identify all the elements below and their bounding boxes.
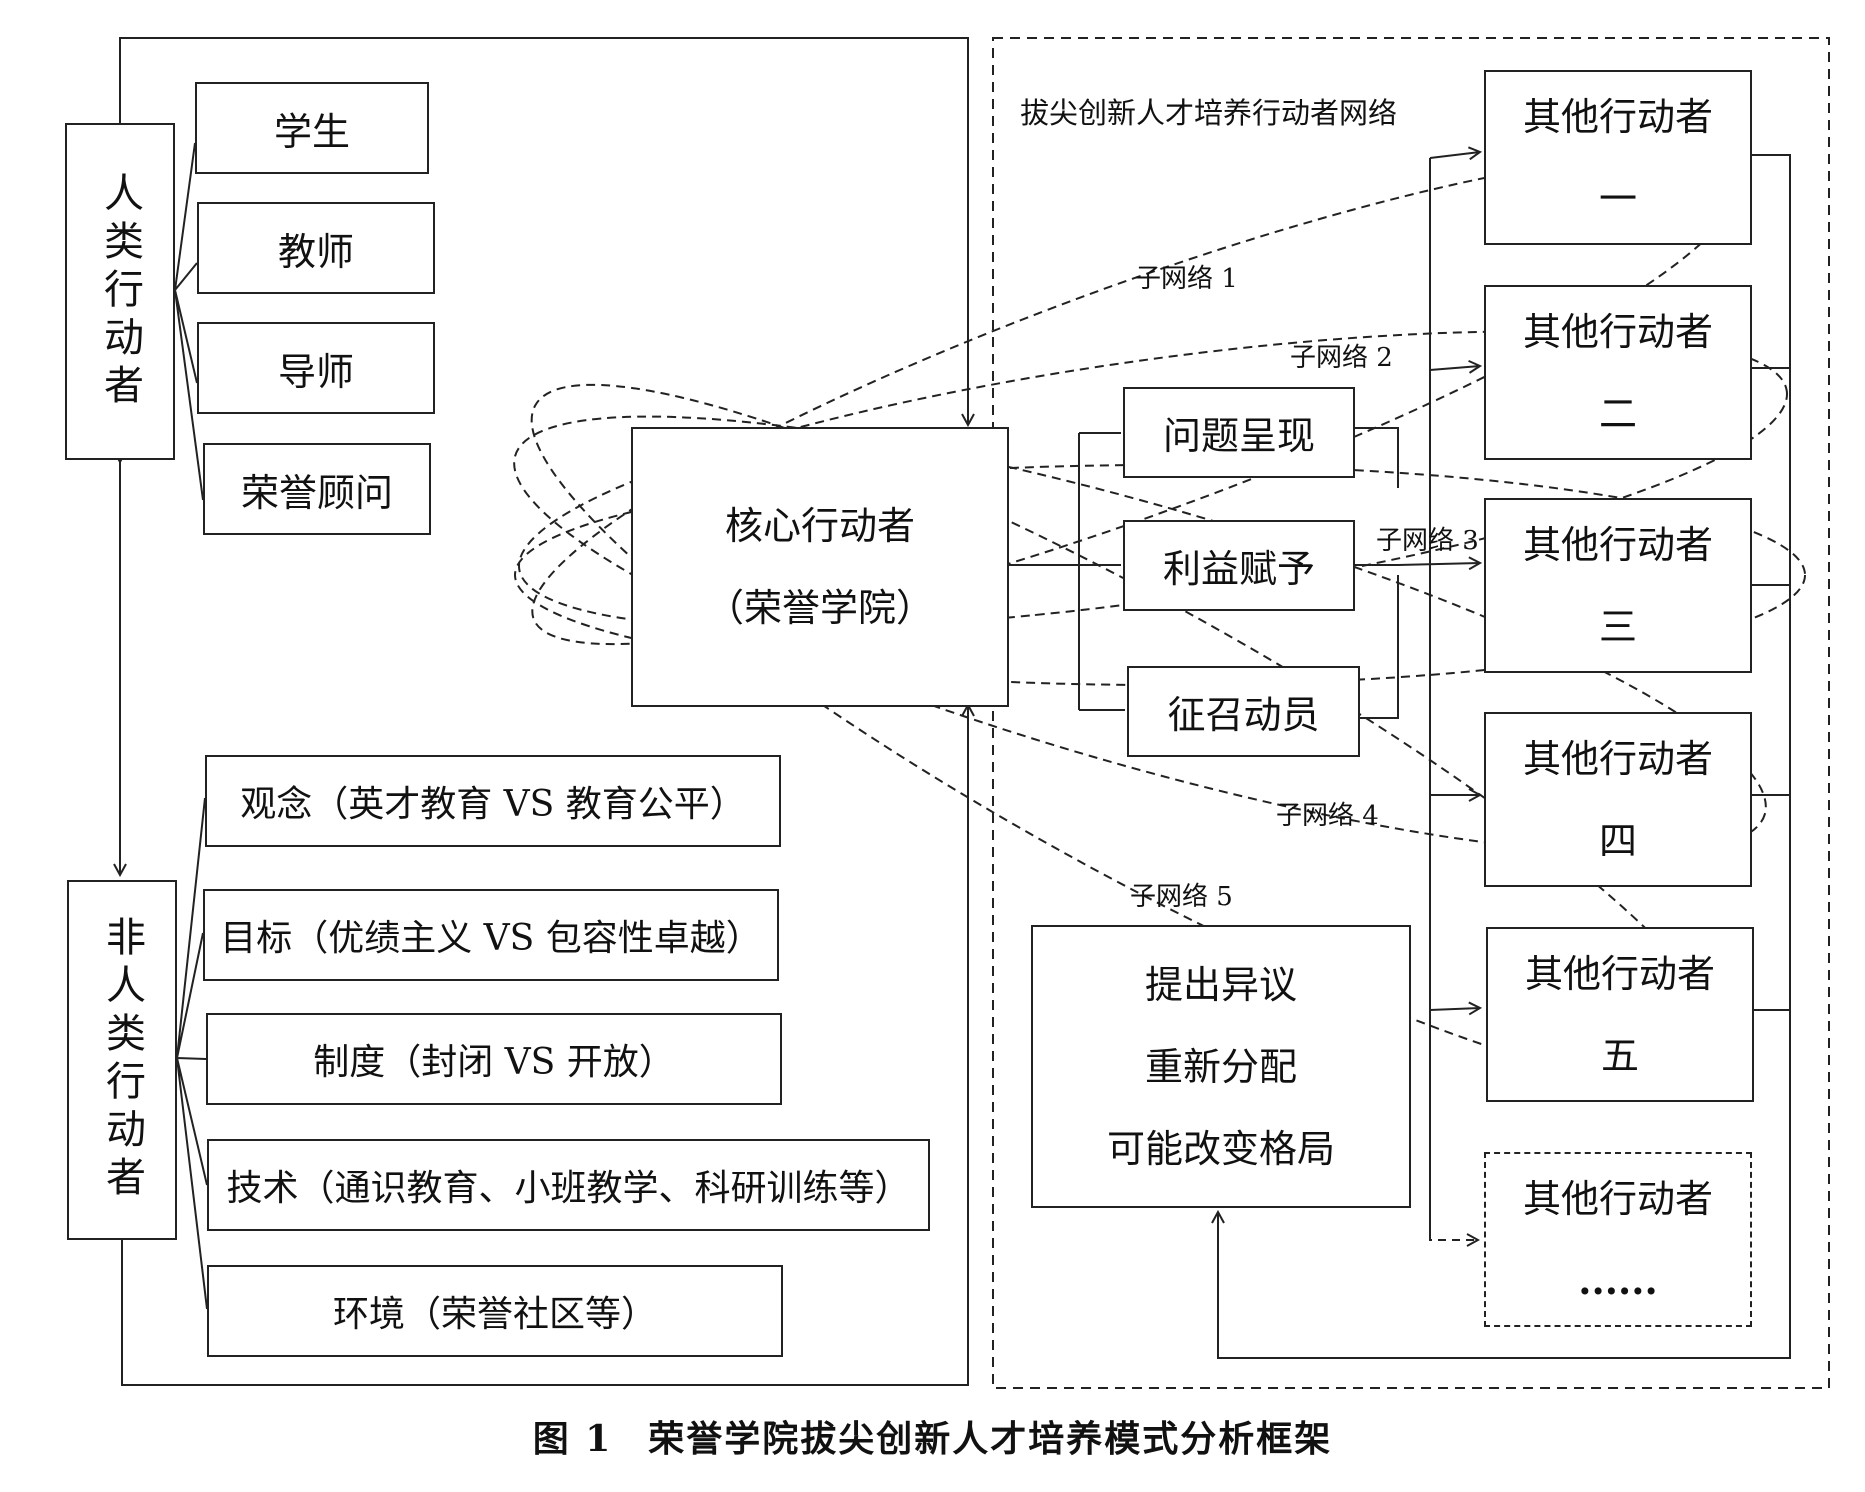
figure-title: 荣誉学院拔尖创新人才培养模式分析框架 xyxy=(648,1418,1333,1460)
step-right-links xyxy=(1352,427,1399,719)
other-actor-more-name: 其他行动者 xyxy=(1522,1176,1713,1221)
human-actors-label: 人类行动者 xyxy=(65,123,175,460)
dissent-line1: 提出异议 xyxy=(1144,962,1297,1007)
figure-number: 图 1 xyxy=(532,1418,613,1460)
dissent-line3: 可能改变格局 xyxy=(1106,1126,1335,1171)
outer-frame-bottom xyxy=(121,705,968,1386)
network-frame xyxy=(992,37,1830,1389)
other-actor-3-name: 其他行动者 xyxy=(1522,522,1713,567)
other-actor-2: 其他行动者 二 xyxy=(1484,285,1752,460)
actor-mentor: 导师 xyxy=(197,322,435,414)
subnet-ellipse-2 xyxy=(518,330,1788,630)
other-actor-5-name: 其他行动者 xyxy=(1524,951,1715,996)
step-problematization: 问题呈现 xyxy=(1123,387,1355,478)
core-actor-line1: 核心行动者 xyxy=(724,504,915,548)
step-interessement: 利益赋予 xyxy=(1123,520,1355,611)
step-enrollment: 征召动员 xyxy=(1127,666,1360,757)
subnet-label-2: 子网络 2 xyxy=(1290,343,1393,373)
other-actor-3: 其他行动者 三 xyxy=(1484,498,1752,673)
subnet-label-5: 子网络 5 xyxy=(1130,882,1233,912)
other-actor-1-name: 其他行动者 xyxy=(1522,94,1713,139)
dissent-line2: 重新分配 xyxy=(1144,1044,1297,1089)
non-human-actors-label: 非人类行动者 xyxy=(67,880,177,1240)
subnet-label-4: 子网络 4 xyxy=(1276,801,1379,831)
outer-frame-top xyxy=(119,37,968,425)
actor-system: 制度（封闭 VS 开放） xyxy=(206,1013,782,1105)
actor-teacher: 教师 xyxy=(197,202,435,294)
other-actor-4: 其他行动者 四 xyxy=(1484,712,1752,887)
other-actor-4-name: 其他行动者 xyxy=(1522,736,1713,781)
actor-environment: 环境（荣誉社区等） xyxy=(207,1265,783,1357)
other-actor-1: 其他行动者 一 xyxy=(1484,70,1752,245)
actor-technology: 技术（通识教育、小班教学、科研训练等） xyxy=(207,1139,930,1231)
actor-goal: 目标（优绩主义 VS 包容性卓越） xyxy=(203,889,779,981)
nonhuman-fan xyxy=(176,797,208,1310)
other-actor-5-num: 五 xyxy=(1600,1033,1639,1078)
other-actor-1-num: 一 xyxy=(1598,176,1637,221)
subnet-label-1: 子网络 1 xyxy=(1135,264,1238,294)
dissent-box: 提出异议 重新分配 可能改变格局 xyxy=(1031,925,1411,1208)
return-line xyxy=(1218,154,1791,1359)
other-actor-2-name: 其他行动者 xyxy=(1522,309,1713,354)
core-actor-line2: （荣誉学院） xyxy=(705,586,934,630)
other-actor-2-num: 二 xyxy=(1598,391,1637,436)
actor-concept: 观念（英才教育 VS 教育公平） xyxy=(205,755,781,847)
actor-honor-advisor: 荣誉顾问 xyxy=(203,443,431,535)
other-actor-5: 其他行动者 五 xyxy=(1486,927,1754,1102)
subnet-ellipse-4 xyxy=(513,415,1767,855)
other-actor-more-ellipsis: ...... xyxy=(1578,1257,1658,1303)
figure-caption: 图 1 荣誉学院拔尖创新人才培养模式分析框架 xyxy=(0,1410,1865,1462)
actor-student: 学生 xyxy=(195,82,429,174)
other-actor-3-num: 三 xyxy=(1598,604,1637,649)
core-step-links xyxy=(1006,432,1125,711)
network-title: 拔尖创新人才培养行动者网络 xyxy=(1020,96,1398,130)
other-actor-4-num: 四 xyxy=(1598,818,1637,863)
core-actor: 核心行动者 （荣誉学院） xyxy=(631,427,1009,707)
subnet-label-3: 子网络 3 xyxy=(1376,526,1479,556)
human-fan xyxy=(174,142,204,501)
other-actor-more: 其他行动者 ...... xyxy=(1484,1152,1752,1327)
